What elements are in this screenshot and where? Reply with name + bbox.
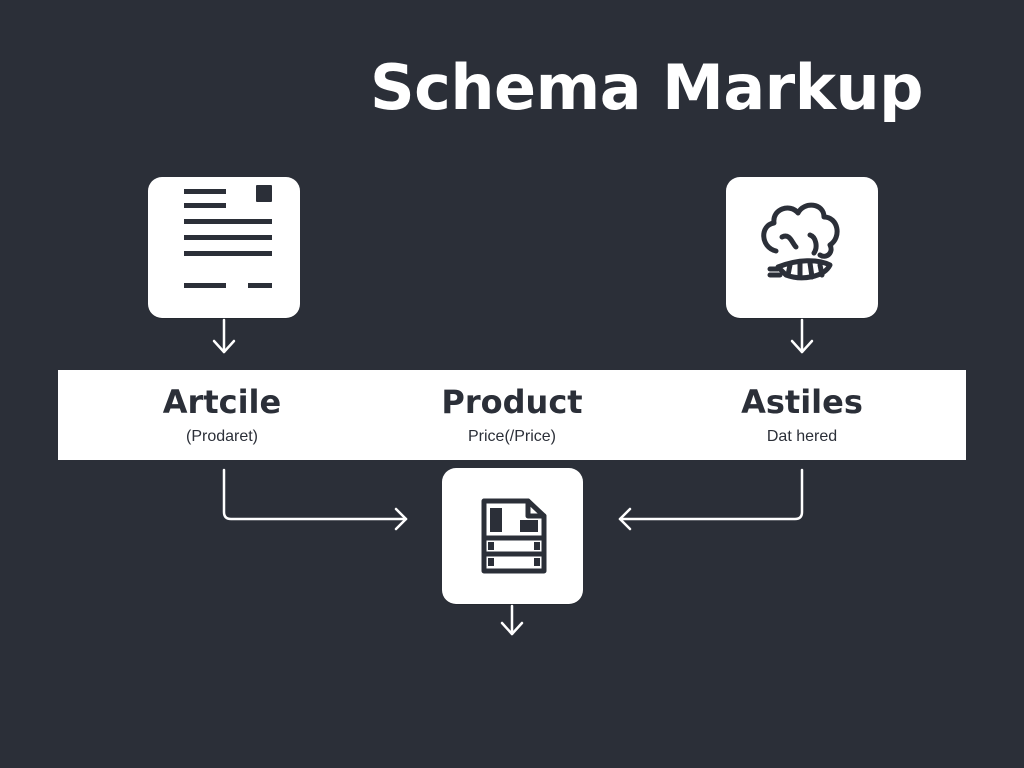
type-astiles-title: Astiles <box>741 383 863 421</box>
arrow-recipe-down <box>790 318 814 354</box>
type-product-subtitle: Price(/Price) <box>467 428 556 445</box>
article-document-icon <box>184 185 272 288</box>
diagram-title: Schema Markup <box>370 51 923 124</box>
arrow-output-down <box>500 604 524 636</box>
article-card <box>148 177 300 318</box>
recipe-card <box>726 177 878 318</box>
chef-hat-icon <box>761 202 840 281</box>
type-article-subtitle: (Prodaret) <box>185 428 259 445</box>
structured-data-file-icon <box>481 498 547 574</box>
type-article: Artcile (Prodaret) <box>102 380 342 448</box>
output-card <box>442 468 583 604</box>
arrow-astiles-to-output <box>618 468 804 531</box>
type-article-title: Artcile <box>162 383 282 421</box>
type-product-title: Product <box>441 383 583 421</box>
type-astiles: Astiles Dat hered <box>682 380 922 448</box>
schema-types-band: Artcile (Prodaret) Product Price(/Price)… <box>58 370 966 460</box>
arrow-article-down <box>212 318 236 354</box>
type-product: Product Price(/Price) <box>392 380 632 448</box>
arrow-article-to-output <box>222 468 408 531</box>
type-astiles-subtitle: Dat hered <box>766 428 838 445</box>
